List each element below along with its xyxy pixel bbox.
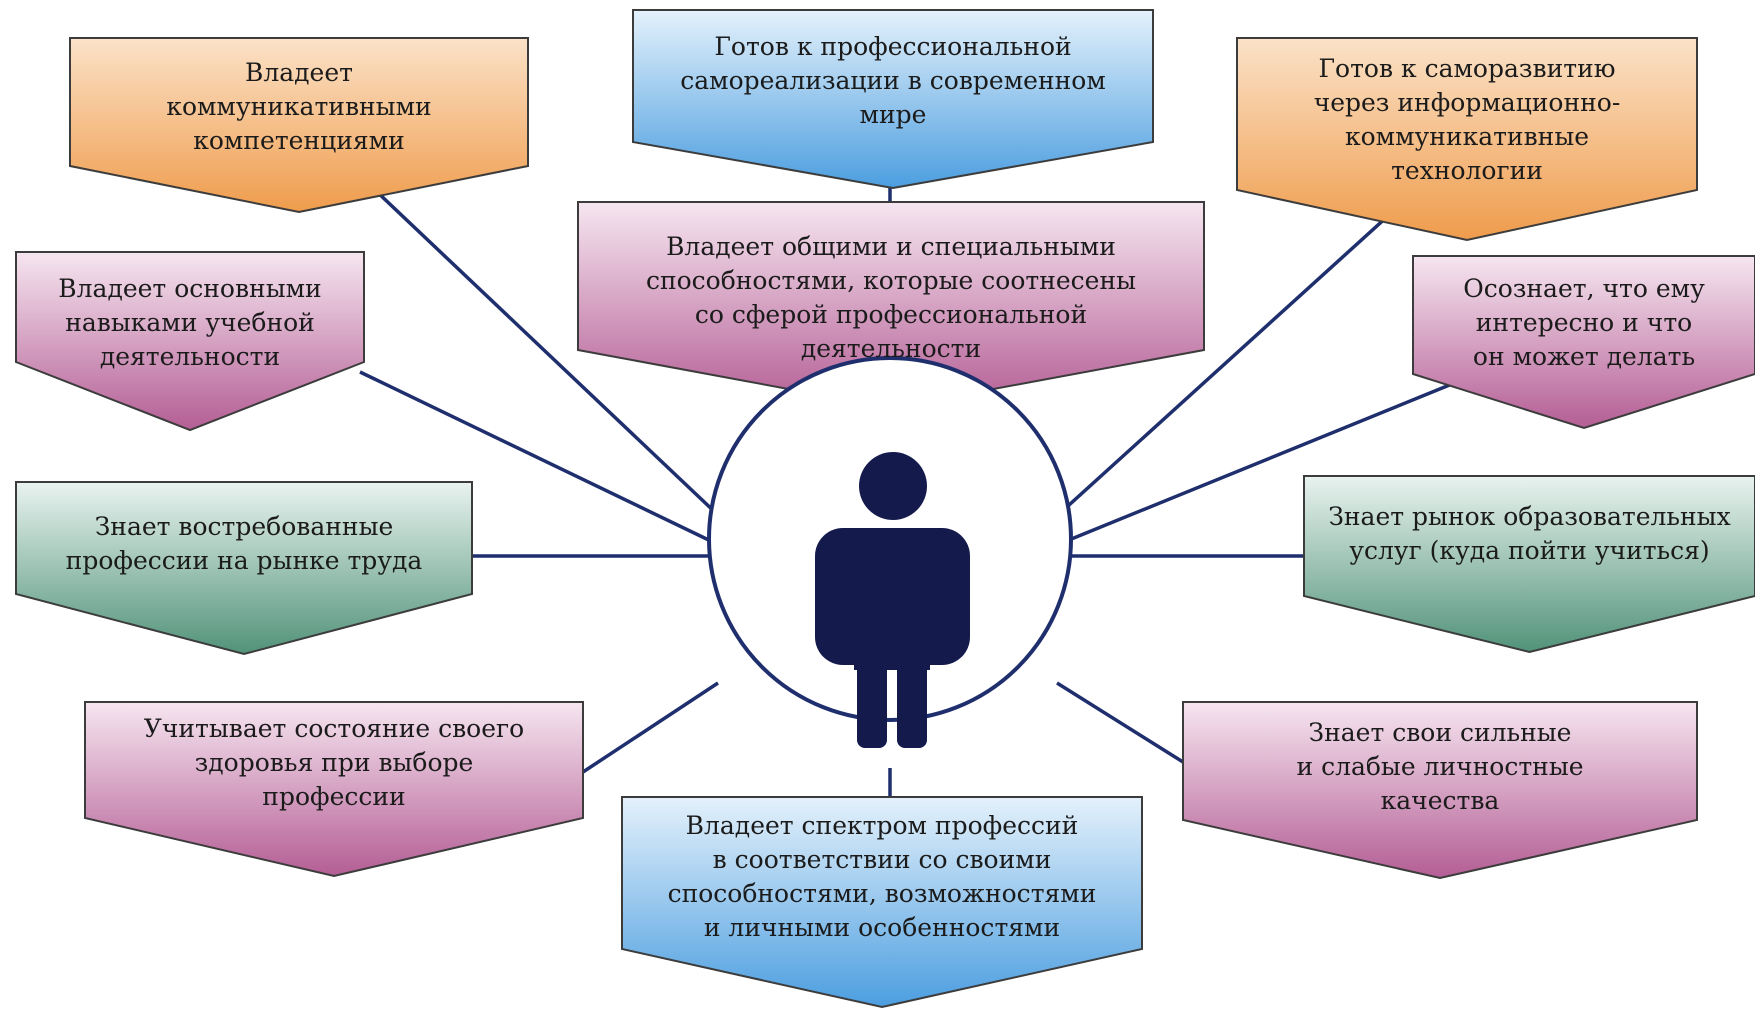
box-label-right-2: Осознает, что ему интересно и что он мож… [1463, 274, 1705, 371]
box-label-top-left: Владеет коммуникативными компетенциями [166, 58, 432, 155]
box-label-right-4: Знает свои сильные и слабые личностные к… [1296, 718, 1584, 815]
connector-line-8 [1063, 382, 1453, 544]
box-label-top-right: Готов к саморазвитию через информационно… [1313, 54, 1621, 185]
box-label-center-top: Владеет общими и специальными способност… [645, 232, 1137, 363]
pentagon-right-2 [1412, 255, 1755, 430]
connector-line-4 [582, 681, 719, 774]
connector-line-7 [1056, 194, 1412, 517]
pentagon-center-top [577, 201, 1205, 410]
box-label-left-3: Знает востребованные профессии на рынке … [65, 512, 423, 575]
connector-line-10 [1056, 681, 1184, 764]
box-label-left-2: Владеет основными навыками учебной деяте… [58, 274, 322, 371]
connector-line-1 [373, 188, 720, 517]
pentagon-top-left [69, 37, 529, 214]
person-icon [815, 452, 970, 748]
box-label-left-4: Учитывает состояние своего здоровья при … [143, 714, 525, 811]
pentagon-right-3 [1303, 475, 1755, 654]
box-label-right-3: Знает рынок образовательных услуг (куда … [1328, 502, 1731, 565]
pentagon-top-right [1236, 37, 1698, 242]
box-label-bottom-center: Владеет спектром профессий в соответстви… [667, 811, 1097, 942]
box-label-top-center: Готов к профессиональной самореализации … [680, 32, 1106, 129]
pentagon-right-4 [1182, 701, 1698, 880]
pentagon-bottom-center [621, 796, 1143, 1009]
pentagon-top-center [632, 9, 1154, 190]
pentagon-left-2 [15, 251, 365, 432]
pentagon-boxes [15, 9, 1755, 1009]
pentagon-left-3 [15, 481, 473, 656]
connector-line-2 [359, 370, 718, 546]
pentagon-left-4 [84, 701, 584, 878]
